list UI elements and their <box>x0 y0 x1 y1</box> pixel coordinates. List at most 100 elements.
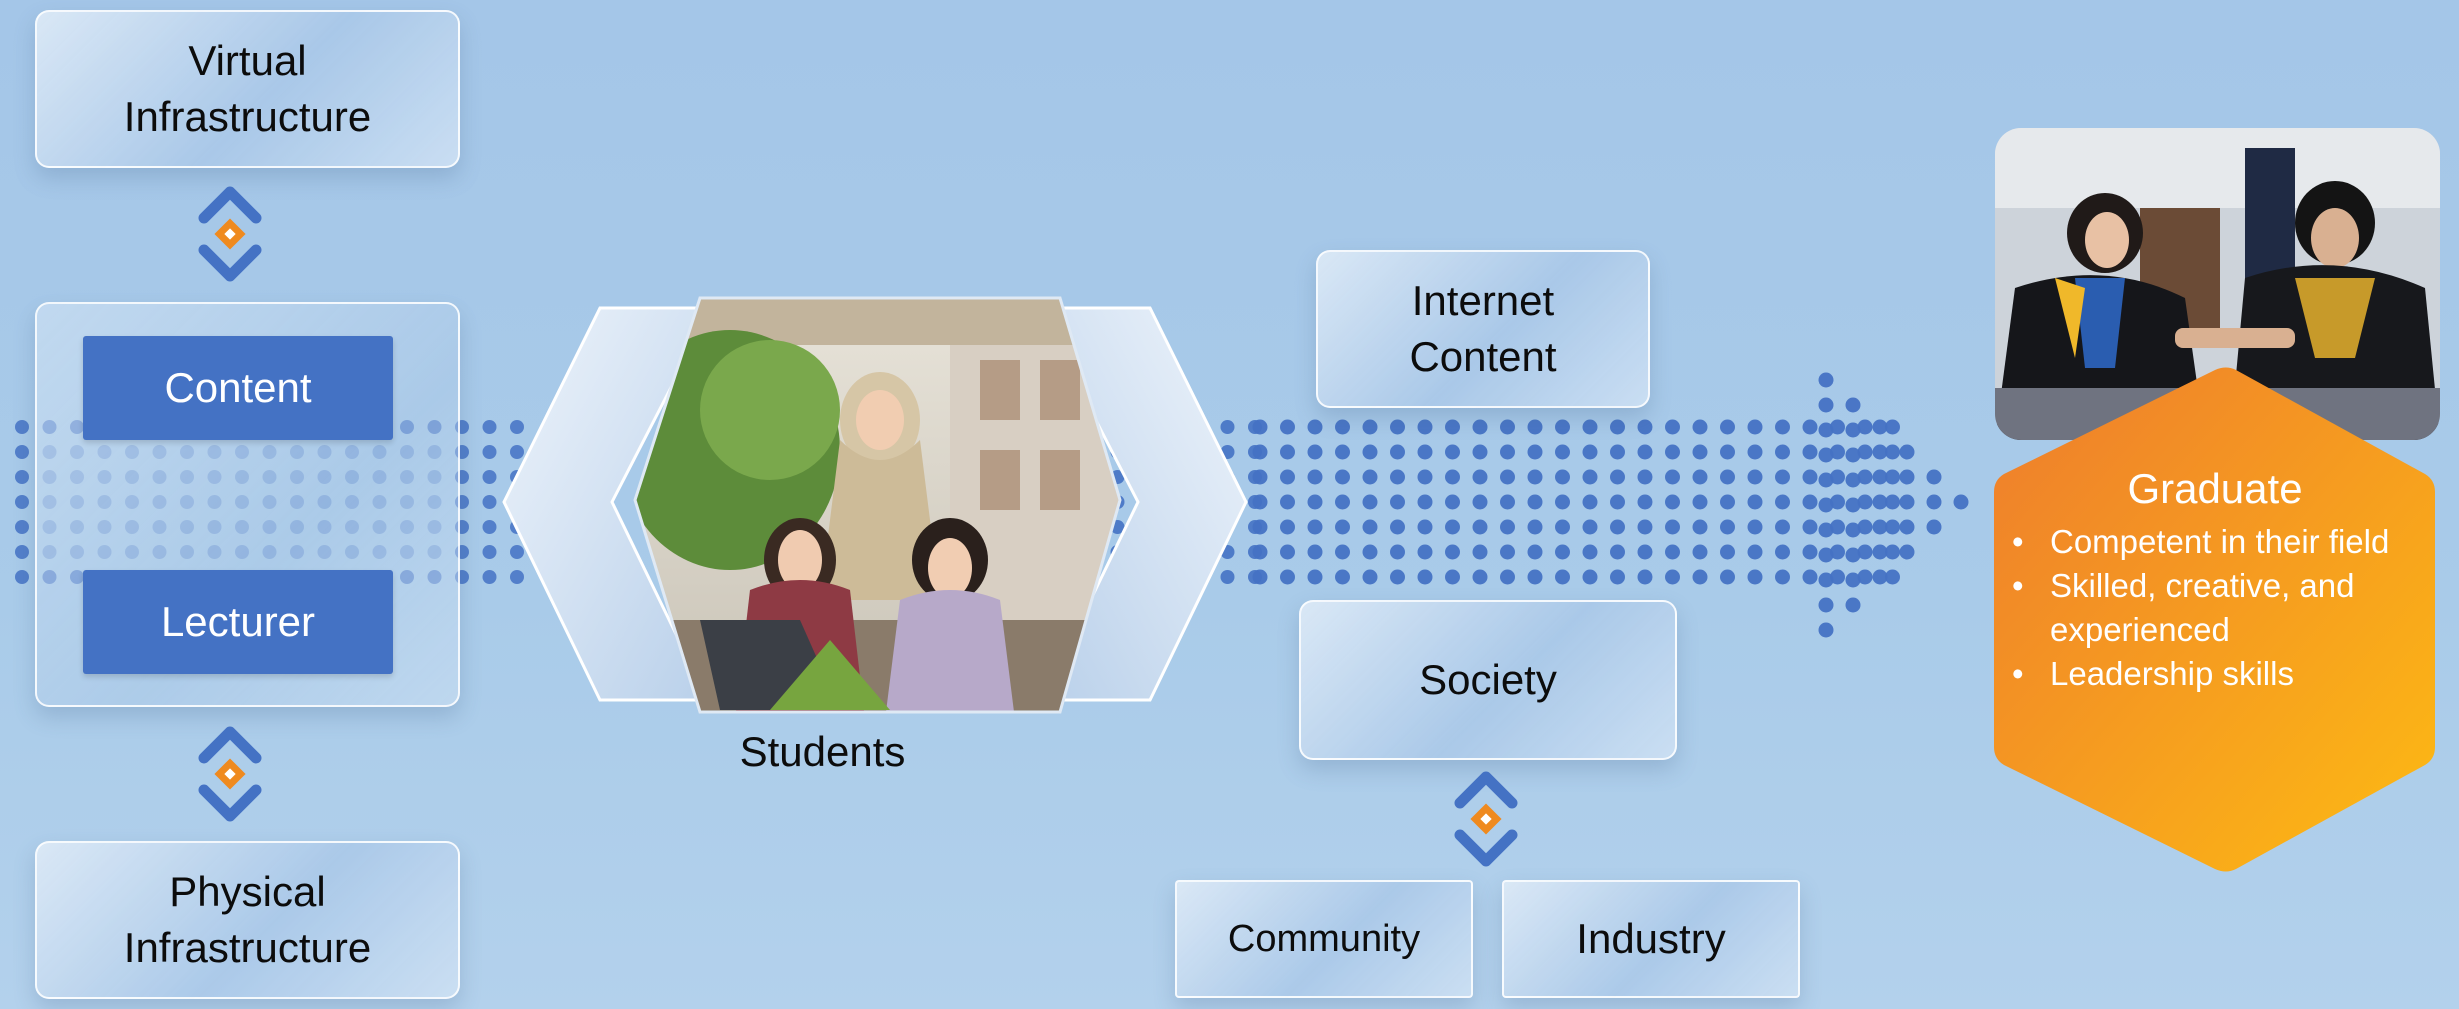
band-dot <box>1830 469 1845 485</box>
band-dot <box>1335 444 1350 460</box>
band-dot <box>1857 444 1873 460</box>
band-dot <box>1720 494 1735 510</box>
band-dot <box>1637 544 1653 560</box>
band-dot <box>1802 469 1818 485</box>
band-dot <box>1362 469 1378 485</box>
band-dot <box>1335 569 1350 585</box>
band-dot <box>1899 494 1915 510</box>
band-dot <box>1500 569 1515 585</box>
band-dot <box>1665 494 1680 510</box>
band-dot <box>1720 469 1735 485</box>
band-dot <box>1885 444 1900 460</box>
band-dot <box>1582 419 1598 435</box>
band-dot <box>1830 544 1845 560</box>
band-dot <box>1885 519 1900 535</box>
band-dot <box>1335 519 1350 535</box>
content-box: Content <box>83 336 393 440</box>
band-dot <box>1747 419 1763 435</box>
band-dot <box>1692 569 1708 585</box>
band-dot <box>1857 494 1873 510</box>
band-dot <box>1252 519 1268 535</box>
band-dot <box>1500 419 1515 435</box>
band-dot <box>1390 444 1405 460</box>
band-dot <box>1802 494 1818 510</box>
band-dot <box>1845 547 1861 563</box>
band-dot <box>1500 444 1515 460</box>
band-dot <box>1637 569 1653 585</box>
band-dot <box>1417 469 1433 485</box>
graduate-point: Competent in their field <box>2010 520 2430 564</box>
band-dot <box>15 470 29 484</box>
band-dot <box>1472 444 1488 460</box>
band-dot <box>1335 419 1350 435</box>
band-dot <box>1280 469 1295 485</box>
band-dot <box>1252 444 1268 460</box>
band-dot <box>1665 544 1680 560</box>
band-dot <box>1720 444 1735 460</box>
band-dot <box>1280 419 1295 435</box>
band-dot <box>1555 469 1570 485</box>
band-dot <box>1885 494 1900 510</box>
band-dot <box>1610 469 1625 485</box>
band-dot <box>1500 469 1515 485</box>
band-dot <box>1307 569 1323 585</box>
band-dot <box>1775 469 1790 485</box>
band-dot <box>1527 544 1543 560</box>
band-dot <box>1857 569 1873 585</box>
band-dot <box>1775 419 1790 435</box>
band-dot <box>1445 494 1460 510</box>
internet-content-box: Internet Content <box>1316 250 1650 408</box>
band-dot <box>1307 469 1323 485</box>
band-dot <box>1692 494 1708 510</box>
band-dot <box>1390 569 1405 585</box>
band-dot <box>1899 519 1915 535</box>
band-dot <box>1830 419 1845 435</box>
band-dot <box>15 545 29 559</box>
band-dot <box>482 570 497 584</box>
band-dot <box>1885 469 1900 485</box>
graduate-point: Skilled, creative, and experienced <box>2010 564 2430 652</box>
band-dot <box>1926 494 1942 510</box>
virtual-infrastructure-label: Virtual Infrastructure <box>123 37 372 140</box>
band-dot <box>1720 519 1735 535</box>
band-dot <box>1830 569 1845 585</box>
band-dot <box>1872 494 1888 510</box>
band-dot <box>1747 569 1763 585</box>
band-dot <box>1555 494 1570 510</box>
band-dot <box>482 445 497 459</box>
band-dot <box>1610 444 1625 460</box>
band-dot <box>1665 519 1680 535</box>
band-dot <box>1818 472 1834 488</box>
band-dot <box>1582 519 1598 535</box>
band-dot <box>1872 519 1888 535</box>
band-dot <box>1665 444 1680 460</box>
band-dot <box>1775 444 1790 460</box>
industry-label: Industry <box>1576 915 1726 962</box>
band-dot <box>1720 569 1735 585</box>
band-dot <box>1362 569 1378 585</box>
band-dot <box>1818 447 1834 463</box>
band-dot <box>1747 444 1763 460</box>
band-dot <box>1555 544 1570 560</box>
band-dot <box>1445 419 1460 435</box>
band-dot <box>1872 544 1888 560</box>
band-dot <box>1362 519 1378 535</box>
band-dot <box>1845 597 1861 613</box>
band-dot <box>1747 494 1763 510</box>
band-dot <box>1899 544 1915 560</box>
band-dot <box>1252 419 1268 435</box>
band-dot <box>1818 372 1834 388</box>
band-dot <box>1885 569 1900 585</box>
updown-connector-icon <box>198 186 262 282</box>
band-dot <box>510 445 524 459</box>
community-label: Community <box>1227 918 1421 960</box>
band-dot <box>1220 420 1235 434</box>
band-dot <box>15 495 29 509</box>
band-dot <box>1472 519 1488 535</box>
band-dot <box>1335 544 1350 560</box>
band-dot <box>1818 422 1834 438</box>
band-dot <box>1280 444 1295 460</box>
band-dot <box>1335 469 1350 485</box>
band-dot <box>1527 569 1543 585</box>
band-dot <box>1417 494 1433 510</box>
